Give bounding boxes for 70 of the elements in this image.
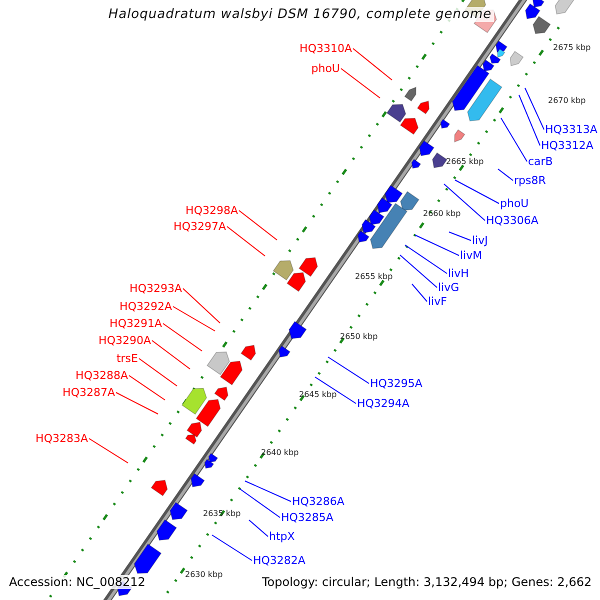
gene-label: HQ3287A	[62, 386, 115, 399]
gene-label: carB	[528, 155, 553, 168]
gene-label: HQ3290A	[98, 334, 151, 347]
leader-line	[400, 254, 438, 288]
gene-label: rps8R	[514, 174, 546, 187]
gene-label: livJ	[472, 234, 488, 247]
leader-line	[248, 520, 268, 537]
tick-label: 2650 kbp	[340, 332, 378, 341]
gene-label: HQ3283A	[36, 432, 88, 445]
leader-line	[162, 323, 202, 352]
gene-label: livF	[428, 295, 447, 308]
gene-label: HQ3293A	[130, 282, 182, 295]
gene-label: livM	[460, 249, 482, 262]
leader-line	[226, 226, 266, 256]
leader-line	[352, 48, 392, 80]
leader-line	[412, 284, 428, 302]
tick-label: 2645 kbp	[299, 390, 337, 399]
leader-line	[152, 340, 190, 370]
tick-label: 2630 kbp	[185, 570, 223, 579]
footer-text: Accession: NC_008212	[9, 575, 146, 589]
gene-label: HQ3285A	[281, 511, 334, 524]
gene-label: HQ3313A	[545, 123, 598, 136]
leader-line	[138, 358, 178, 386]
title: Haloquadratum walsbyi DSM 16790, complete genome	[106, 7, 494, 22]
gene-label: HQ3286A	[292, 495, 344, 508]
tick-label: 2640 kbp	[261, 448, 299, 457]
gene-label: HQ3295A	[370, 377, 422, 390]
leader-line	[172, 306, 216, 332]
leader-line	[212, 534, 252, 561]
gene-label: trsE	[116, 352, 138, 365]
leader-line	[448, 232, 472, 241]
leader-line	[498, 168, 514, 181]
leader-line	[518, 94, 540, 146]
leader-line	[328, 356, 370, 384]
gene-label: HQ3310A	[300, 42, 352, 55]
gene-label: HQ3294A	[357, 397, 410, 410]
gene-label: HQ3297A	[174, 220, 226, 233]
tick-label: 2670 kbp	[548, 96, 586, 105]
leader-line	[500, 118, 528, 162]
gene-label: HQ3312A	[541, 139, 594, 152]
leader-line	[404, 244, 448, 274]
gene-label: HQ3282A	[253, 554, 306, 567]
leader-line	[454, 180, 500, 204]
gene-label: livG	[438, 281, 460, 294]
leader-line	[524, 88, 544, 130]
tick-label: 2665 kbp	[446, 157, 484, 166]
gene-label: HQ3306A	[486, 214, 538, 227]
leader-line	[116, 392, 158, 414]
gene-label: htpX	[269, 530, 295, 543]
leader-line	[444, 184, 486, 221]
leader-line	[240, 488, 280, 518]
gene-label: livH	[448, 267, 469, 280]
tick-label: 2655 kbp	[355, 272, 393, 281]
leader-line	[182, 288, 220, 324]
gene-label: HQ3292A	[120, 300, 172, 313]
leader-line	[128, 375, 166, 400]
tick-label: 2675 kbp	[553, 43, 591, 52]
leader-line	[340, 68, 380, 98]
gene-label: HQ3291A	[110, 317, 162, 330]
gene-label: phoU	[311, 62, 340, 75]
leader-line	[88, 438, 128, 464]
leader-line	[414, 234, 460, 256]
footer-text: Topology: circular; Length: 3,132,494 bp; Genes: 2,662	[262, 575, 592, 589]
leader-line	[238, 210, 278, 240]
gene-label: phoU	[500, 197, 529, 210]
gene-label: HQ3288A	[76, 369, 128, 382]
tick-label: 2660 kbp	[423, 209, 461, 218]
leader-line	[314, 376, 356, 404]
gene-label: HQ3298A	[186, 204, 238, 217]
leader-line	[244, 480, 292, 502]
